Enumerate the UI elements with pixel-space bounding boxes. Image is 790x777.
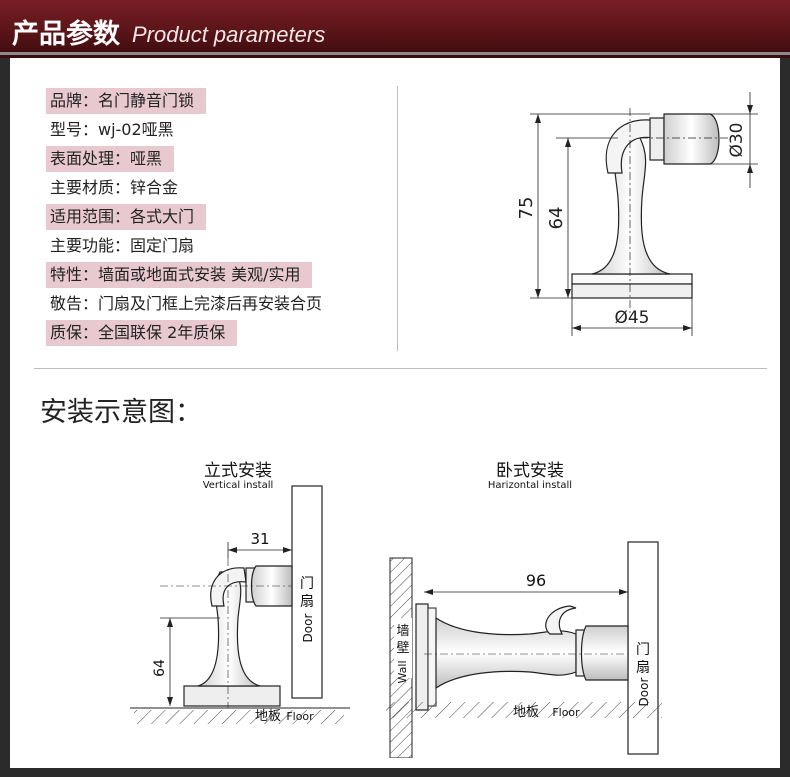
door-panel bbox=[291, 485, 323, 699]
dim-64-label: 64 bbox=[546, 207, 567, 230]
h-door-label-cn-2: 扇 bbox=[636, 660, 650, 676]
base-rim bbox=[571, 283, 693, 299]
v-hook bbox=[210, 567, 247, 607]
header-title-en: Product parameters bbox=[132, 22, 326, 47]
v-base bbox=[183, 685, 281, 707]
floor-hatch bbox=[134, 710, 344, 724]
spec-item-scope: 适用范围：各式大门 bbox=[46, 204, 207, 230]
spec-item-model: 型号：wj-02哑黑 bbox=[50, 120, 174, 139]
horizontal-title-cn: 卧式安装 bbox=[496, 461, 564, 481]
h-door-panel bbox=[627, 541, 659, 755]
floor-label-cn: 地板 bbox=[255, 709, 281, 724]
horizontal-title-en: Harizontal install bbox=[488, 480, 572, 491]
horizontal-floor: 地板 Floor bbox=[386, 702, 662, 720]
h-hook bbox=[545, 605, 577, 635]
base-plate bbox=[571, 273, 693, 285]
h-base bbox=[415, 603, 429, 711]
install-section-title: 安装示意图： bbox=[40, 397, 202, 428]
door-label-cn-2: 扇 bbox=[300, 594, 314, 610]
header-banner: 产品参数 Product parameters bbox=[0, 0, 790, 58]
spec-item-warranty: 质保：全国联保 2年质保 bbox=[46, 320, 238, 346]
spec-item-brand: 品牌：名门静音门锁 bbox=[46, 88, 207, 114]
h-door-label-cn-1: 门 bbox=[636, 642, 650, 658]
dimension-drawing: 75 64 Ø30 Ø45 bbox=[516, 92, 758, 336]
spec-item-feature: 特性：墙面或地面式安装 美观/实用 bbox=[46, 262, 313, 288]
wall-label-cn-2: 壁 bbox=[396, 641, 409, 656]
v-dim-64-label: 64 bbox=[152, 659, 168, 677]
header-divider bbox=[0, 52, 790, 55]
v-head bbox=[250, 565, 293, 607]
h-door-label-en: Door bbox=[637, 678, 651, 707]
content-panel: 品牌：名门静音门锁 型号：wj-02哑黑 表面处理：哑黑 主要材质：锌合金 适用… bbox=[10, 58, 780, 768]
dim-head-label: Ø30 bbox=[727, 122, 747, 157]
spec-item-function: 主要功能：固定门扇 bbox=[50, 236, 195, 255]
spec-item-finish: 表面处理：哑黑 bbox=[46, 146, 175, 172]
spec-item-notice: 敬告：门扇及门框上完漆后再安装合页 bbox=[50, 294, 323, 313]
horizontal-divider bbox=[34, 368, 767, 369]
wall-label-cn-1: 墙 bbox=[396, 624, 409, 639]
wall-label-en: Wall bbox=[396, 660, 409, 683]
head-cap bbox=[663, 113, 720, 165]
vertical-install-diagram: 立式安装 Vertical install 门 扇 Door 地板 Floor bbox=[130, 461, 350, 724]
header-title-cn: 产品参数 bbox=[12, 19, 120, 50]
door-label-en: Door bbox=[301, 614, 315, 643]
vertical-title-en: Vertical install bbox=[203, 480, 274, 491]
door-label-cn-1: 门 bbox=[300, 576, 314, 592]
h-head bbox=[580, 625, 629, 681]
h-dim-96-label: 96 bbox=[526, 571, 546, 590]
h-floor-label-cn: 地板 bbox=[513, 705, 539, 720]
vertical-divider bbox=[397, 86, 398, 351]
floor-label-en: Floor bbox=[286, 710, 314, 723]
head-collar bbox=[649, 117, 665, 161]
h-floor-label-en: Floor bbox=[552, 706, 580, 719]
dim-75-label: 75 bbox=[516, 197, 537, 220]
vertical-title-cn: 立式安装 bbox=[204, 461, 272, 481]
dim-base-label: Ø45 bbox=[614, 308, 649, 328]
spec-item-material: 主要材质：锌合金 bbox=[50, 178, 179, 197]
v-dim-31-label: 31 bbox=[250, 530, 269, 548]
